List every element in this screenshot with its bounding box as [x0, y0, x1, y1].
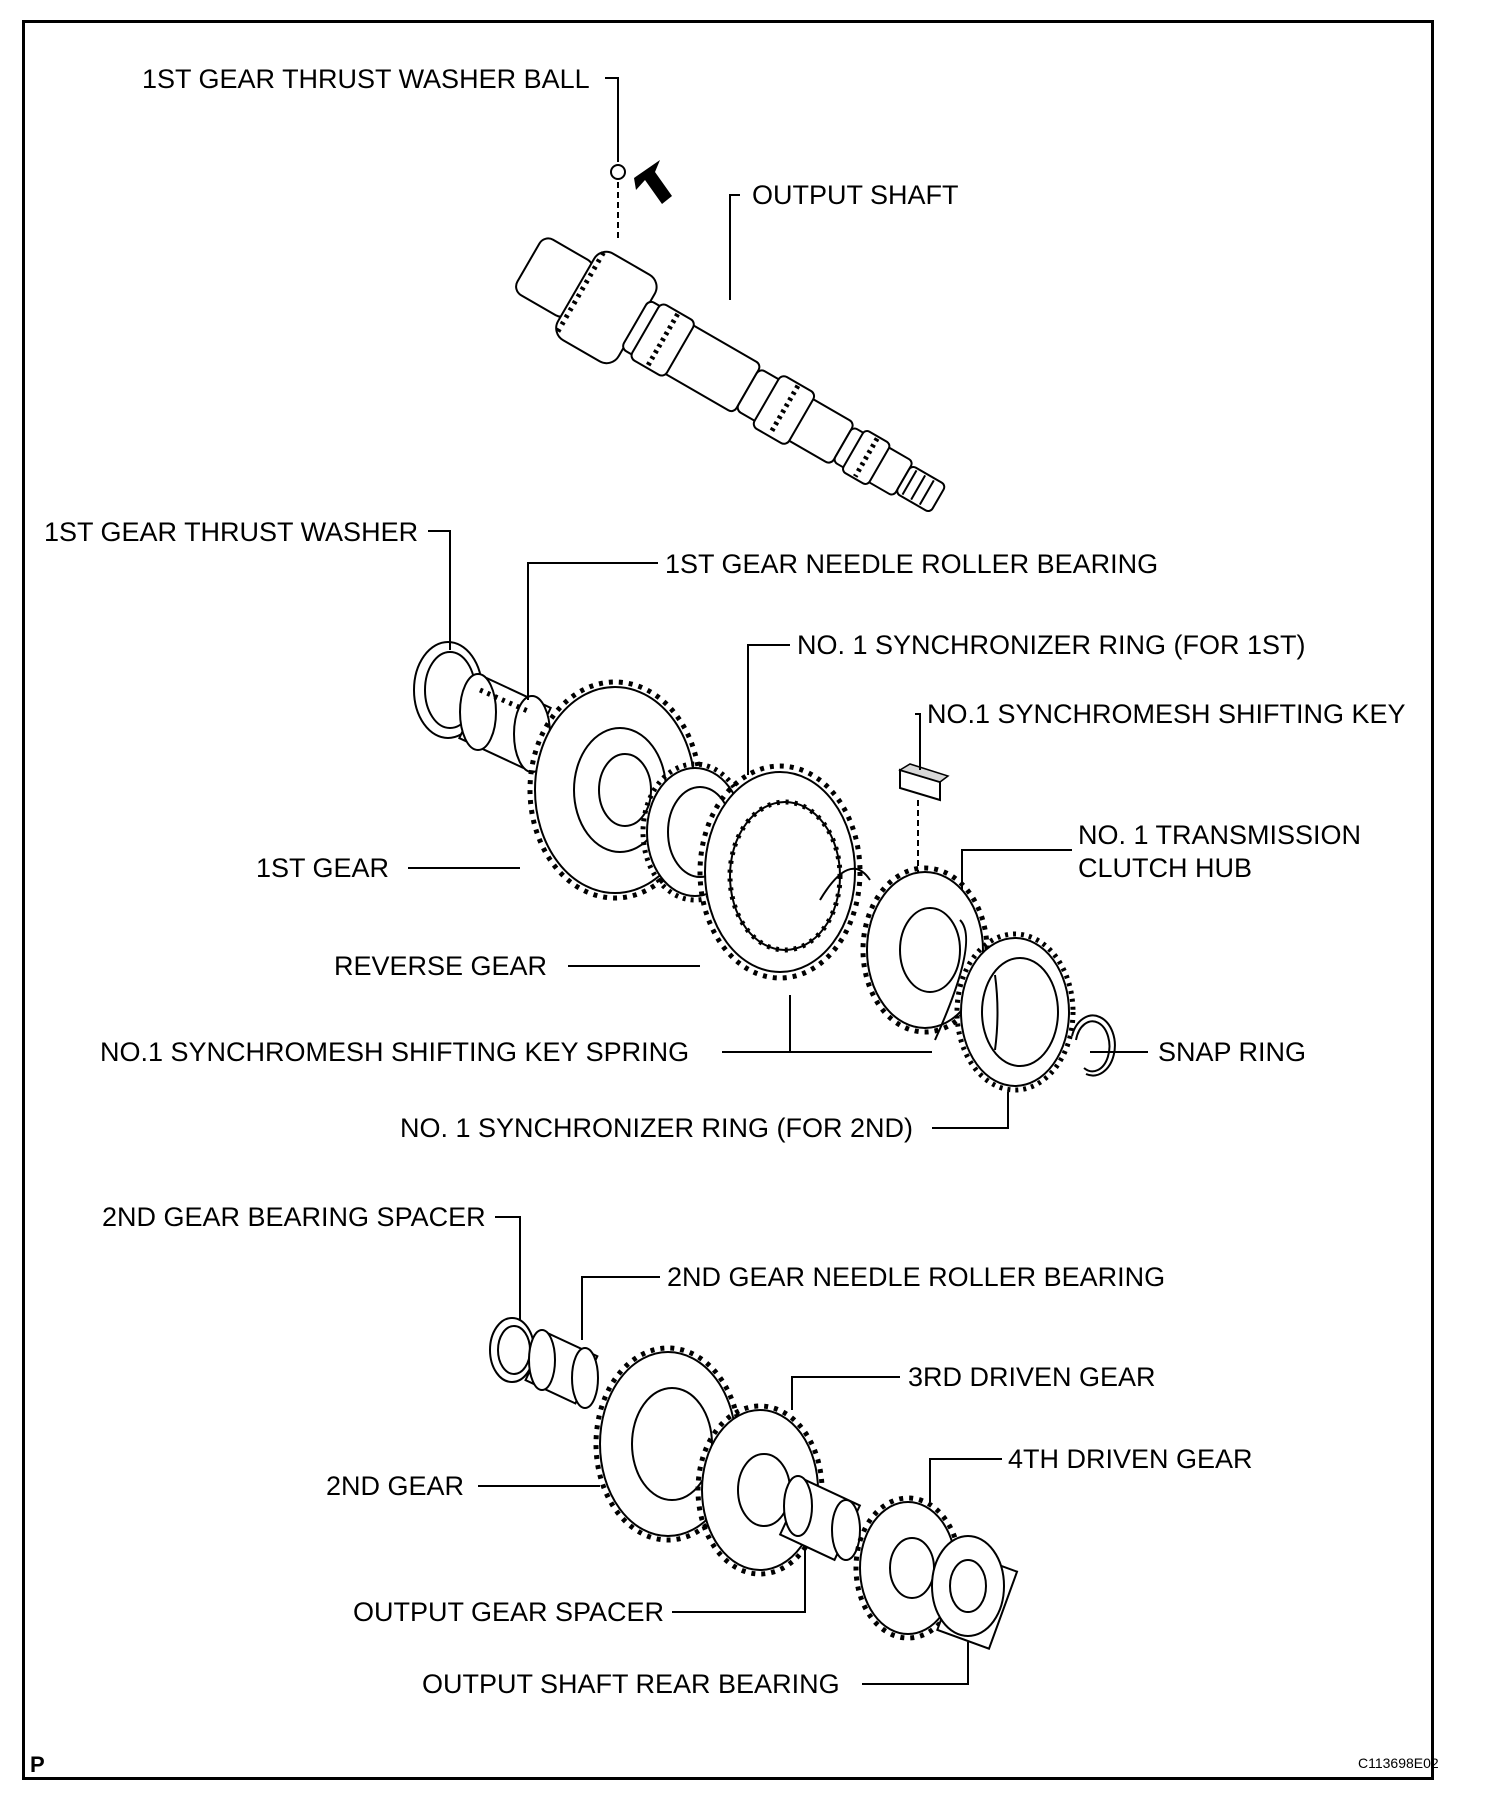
needle-bearing-1st	[458, 673, 552, 773]
fourth-driven-gear	[853, 1495, 963, 1641]
output-gear-spacer	[778, 1475, 862, 1562]
figure-code: C113698E02	[1358, 1755, 1439, 1771]
label-thrust-washer: 1ST GEAR THRUST WASHER	[44, 517, 418, 547]
label-reverse-gear: REVERSE GEAR	[334, 951, 547, 981]
output-shaft	[515, 237, 946, 513]
rear-bearing	[931, 1535, 1019, 1650]
snap-ring	[1071, 1014, 1116, 1077]
label-sync-ring-2nd: NO. 1 SYNCHRONIZER RING (FOR 2ND)	[400, 1113, 913, 1143]
corner-mark: P	[30, 1752, 45, 1777]
label-output-gear-spacer: OUTPUT GEAR SPACER	[353, 1597, 664, 1627]
sync-ring-2nd	[954, 931, 1076, 1093]
label-first-gear: 1ST GEAR	[256, 853, 389, 883]
shifting-key	[898, 763, 950, 880]
leader-lines	[408, 77, 1148, 1685]
labels: 1ST GEAR THRUST WASHER BALL OUTPUT SHAFT…	[30, 64, 1439, 1777]
label-shifting-key: NO.1 SYNCHROMESH SHIFTING KEY	[927, 699, 1406, 729]
label-sync-ring-1st: NO. 1 SYNCHRONIZER RING (FOR 1ST)	[797, 630, 1306, 660]
label-second-gear: 2ND GEAR	[326, 1471, 464, 1501]
bearing-spacer-2nd	[489, 1317, 535, 1383]
label-clutch-hub-line1: NO. 1 TRANSMISSION	[1078, 820, 1361, 850]
thrust-washer-ball	[610, 164, 626, 180]
label-needle-bearing-2nd: 2ND GEAR NEEDLE ROLLER BEARING	[667, 1262, 1165, 1292]
label-bearing-spacer-2nd: 2ND GEAR BEARING SPACER	[102, 1202, 486, 1232]
label-output-shaft: OUTPUT SHAFT	[752, 180, 959, 210]
label-needle-bearing-1st: 1ST GEAR NEEDLE ROLLER BEARING	[665, 549, 1158, 579]
label-snap-ring: SNAP RING	[1158, 1037, 1306, 1067]
diagram-frame	[22, 20, 1434, 1780]
label-thrust-washer-ball: 1ST GEAR THRUST WASHER BALL	[142, 64, 590, 94]
label-fourth-driven: 4TH DRIVEN GEAR	[1008, 1444, 1253, 1474]
label-key-spring: NO.1 SYNCHROMESH SHIFTING KEY SPRING	[100, 1037, 689, 1067]
reverse-gear	[697, 763, 863, 981]
label-clutch-hub-line2: CLUTCH HUB	[1078, 853, 1252, 883]
label-rear-bearing: OUTPUT SHAFT REAR BEARING	[422, 1669, 840, 1699]
arrow-icon	[634, 160, 672, 204]
needle-bearing-2nd	[524, 1329, 599, 1409]
key-spring	[819, 867, 871, 901]
label-third-driven: 3RD DRIVEN GEAR	[908, 1362, 1156, 1392]
